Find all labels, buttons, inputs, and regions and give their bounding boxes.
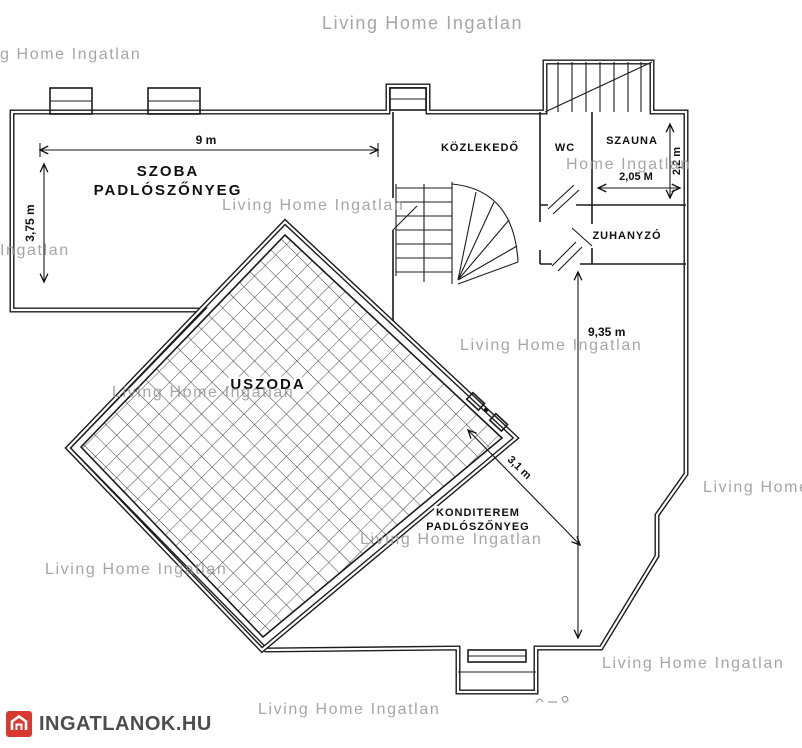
dim-label-pool-to-wall: 3,1 m bbox=[505, 454, 534, 482]
interior-staircase bbox=[395, 182, 519, 285]
dimension-szoba-depth: 3,75 m bbox=[23, 162, 49, 284]
room-label-kozlekedo: KÖZLEKEDŐ bbox=[441, 141, 519, 154]
dimension-konditerem-height: 9,35 m bbox=[573, 270, 628, 640]
room-label-szoba-floor: PADLÓSZŐNYEG bbox=[94, 181, 243, 199]
room-label-szoba: SZOBA bbox=[137, 163, 200, 180]
dim-label-szauna-depth: 2,2 m bbox=[671, 147, 683, 175]
room-label-zuhanyzo: ZUHANYZÓ bbox=[592, 229, 661, 242]
room-label-konditerem-floor: PADLÓSZŐNYEG bbox=[426, 520, 529, 533]
window bbox=[49, 87, 427, 115]
pool-door-jambs bbox=[465, 391, 509, 433]
pool-room bbox=[64, 218, 520, 654]
pool-tile-hatch bbox=[79, 233, 504, 639]
dimension-szoba-width: 9 m bbox=[38, 133, 380, 157]
interior-walls bbox=[392, 112, 686, 324]
room-label-wc: WC bbox=[555, 142, 575, 154]
room-label-szauna: SZAUNA bbox=[606, 135, 658, 147]
door-swing bbox=[392, 184, 593, 272]
dimension-szauna-width: 2,05 M bbox=[596, 171, 682, 193]
exit-door bbox=[458, 649, 536, 673]
dimension-szauna-depth: 2,2 m bbox=[665, 122, 683, 200]
handwritten-note bbox=[535, 695, 569, 704]
dim-label-szauna-width: 2,05 M bbox=[619, 171, 653, 183]
room-label-uszoda: USZODA bbox=[230, 376, 305, 393]
ingatlanok-logo-text: INGATLANOK.HU bbox=[39, 712, 212, 735]
dim-label-szoba-width: 9 m bbox=[196, 133, 217, 147]
dim-label-konditerem-height: 9,35 m bbox=[588, 325, 625, 339]
exterior-staircase bbox=[544, 61, 653, 113]
ingatlanok-logo: INGATLANOK.HU bbox=[6, 711, 212, 737]
ingatlanok-logo-icon bbox=[6, 711, 32, 737]
dim-label-szoba-depth: 3,75 m bbox=[23, 204, 37, 241]
room-label-konditerem: KONDITEREM bbox=[436, 507, 520, 519]
